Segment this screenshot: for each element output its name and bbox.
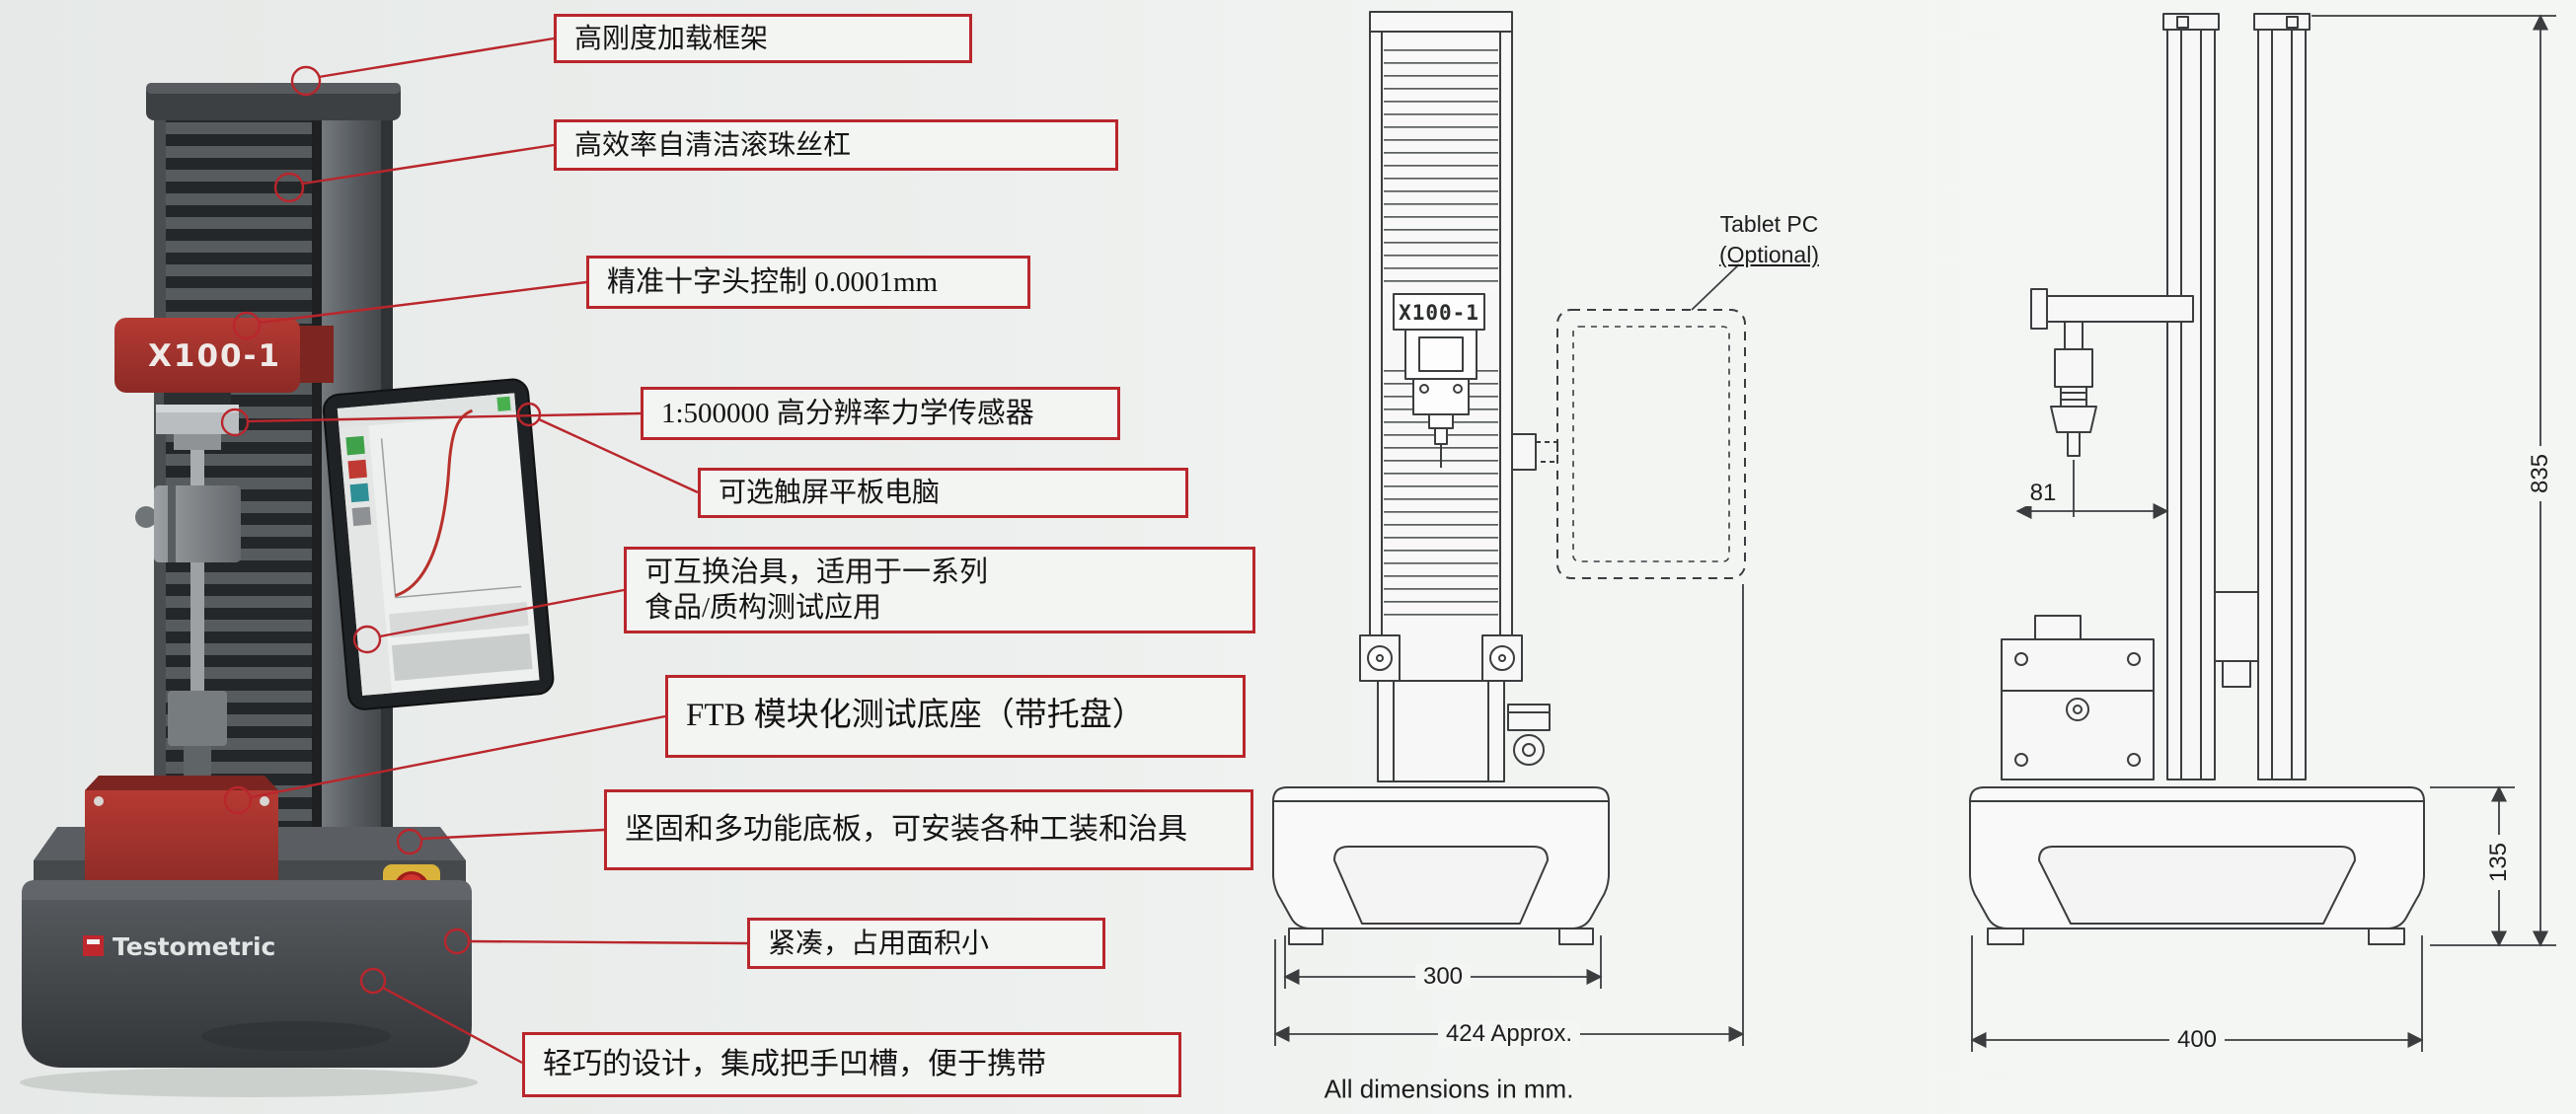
side-view-drawing xyxy=(1969,13,2556,1052)
tablet-pc-label-line2: (Optional) xyxy=(1719,242,1819,268)
callout-fixtures-line1: 可互换治具，适用于一系列 xyxy=(644,556,989,588)
dim-label-835: 835 xyxy=(2527,445,2553,502)
leader-lines xyxy=(220,37,748,1065)
screen-gray-icon xyxy=(351,506,372,527)
front-view-drawing xyxy=(1272,11,1746,1046)
screen-red-icon xyxy=(347,459,367,480)
dim-label-300: 300 xyxy=(1414,964,1472,990)
callout-loading-frame: 高刚度加载框架 xyxy=(554,14,972,63)
machine-model-label: X100-1 xyxy=(148,338,281,374)
machine-base: Testometric xyxy=(22,880,472,1068)
screen-green-icon xyxy=(345,435,365,456)
dim-label-81: 81 xyxy=(2021,481,2065,506)
callout-fixtures-line2: 食品/质构测试应用 xyxy=(644,592,882,624)
machine-photo: X100-1 xyxy=(20,83,555,1097)
callout-force-sensor: 1:500000 高分辨率力学传感器 xyxy=(641,387,1120,440)
tablet-display xyxy=(322,378,555,710)
ftb-test-base xyxy=(85,776,278,893)
handle-groove xyxy=(201,1021,391,1051)
testometric-logo-icon xyxy=(83,935,104,956)
tablet-label-leader xyxy=(1691,263,1740,311)
callout-compact-footprint: 紧凑，占用面积小 xyxy=(747,918,1105,969)
callout-versatile-baseplate: 坚固和多功能底板，可安装各种工装和治具 xyxy=(604,789,1253,870)
screen-graph-curve xyxy=(395,408,474,598)
lower-grip xyxy=(168,691,227,778)
load-cell xyxy=(156,393,239,485)
callout-ftb-base: FTB 模块化测试底座（带托盘） xyxy=(665,675,1246,758)
callout-portable-design: 轻巧的设计，集成把手凹槽，便于携带 xyxy=(522,1032,1181,1097)
machine-shadow xyxy=(20,1068,478,1097)
screen-run-icon xyxy=(496,396,511,411)
callout-crosshead-control: 精准十字头控制 0.0001mm xyxy=(586,256,1030,309)
dimensions-note: All dimensions in mm. xyxy=(1324,1074,1574,1104)
dim-label-400: 400 xyxy=(2168,1027,2226,1053)
upper-grip xyxy=(135,485,241,562)
optional-tablet-outline xyxy=(1511,309,1746,579)
dim-label-135: 135 xyxy=(2485,834,2512,891)
callout-tablet-pc: 可选触屏平板电脑 xyxy=(698,468,1188,518)
callout-interchangeable-fixtures: 可互换治具，适用于一系列 食品/质构测试应用 xyxy=(624,547,1255,633)
front-view-model-label: X100-1 xyxy=(1399,301,1479,325)
screen-teal-icon xyxy=(349,483,370,503)
side-view-crosshead xyxy=(2030,288,2194,457)
side-view-ftb-base xyxy=(2001,615,2155,780)
tablet-pc-label-line1: Tablet PC xyxy=(1719,211,1819,237)
tablet-pc-label: Tablet PC (Optional) xyxy=(1719,209,1819,270)
dim-label-424: 424 Approx. xyxy=(1437,1021,1581,1047)
brand-logo-text: Testometric xyxy=(113,932,275,961)
callout-ball-screw: 高效率自清洁滚珠丝杠 xyxy=(554,119,1118,171)
